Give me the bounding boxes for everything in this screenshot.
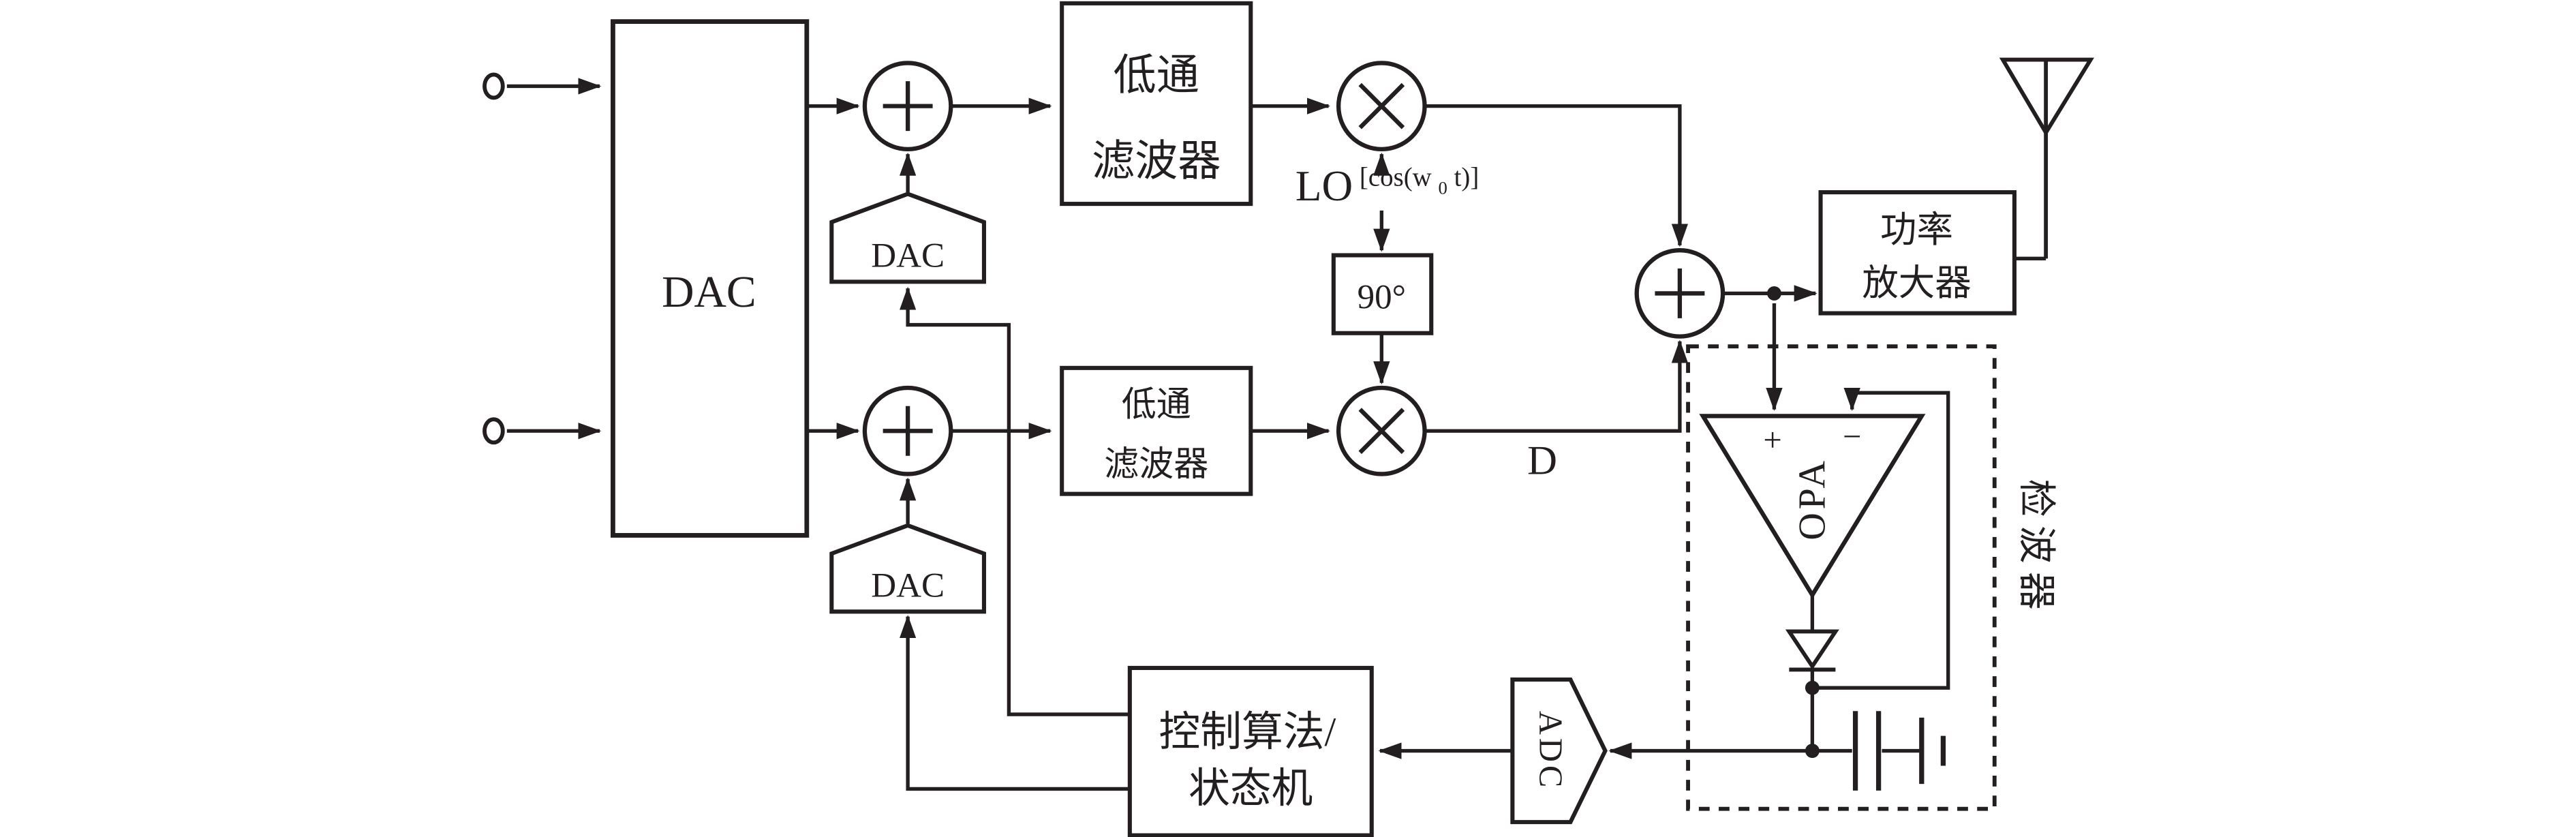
lpf-q-block: 低通 滤波器	[1060, 365, 1253, 496]
ground-icon	[1919, 717, 1946, 785]
wire-control-to-dac-trim-q	[899, 615, 1130, 791]
terminal-circle-icon	[482, 72, 505, 100]
lo-sup-open-text: [cos(w	[1360, 162, 1432, 192]
power-amp-label-line2: 放大器	[1862, 262, 1971, 303]
lo-annotation: LO [cos(w 0 t)]	[1295, 162, 1479, 210]
multiply-symbol-icon	[1358, 82, 1405, 130]
capacitor-icon	[1852, 711, 1882, 791]
main-dac-block: DAC	[611, 19, 810, 538]
adc-pentagon	[1510, 677, 1608, 825]
wire-feedback-to-opa-minus	[1812, 388, 1950, 690]
main-dac-box	[611, 19, 810, 538]
plus-symbol-icon	[883, 406, 933, 456]
plus-symbol-icon	[1655, 268, 1705, 318]
control-box	[1127, 665, 1374, 837]
multiply-symbol-icon	[1358, 408, 1405, 455]
control-label-line2: 状态机	[1189, 766, 1313, 812]
detector-dashed-box	[1686, 344, 1997, 811]
detector-block: 检波器	[1686, 344, 2057, 811]
lo-label: LO [cos(w 0 t)]	[1295, 162, 1479, 210]
plus-symbol-icon	[883, 81, 933, 132]
detector-label: 检波器	[2015, 479, 2057, 618]
dac-trim-pentagon	[829, 192, 986, 284]
phase-shift-label: 90°	[1358, 278, 1406, 316]
lpf-i-label-line2: 滤波器	[1092, 138, 1221, 185]
opamp-block: + − OPA	[1699, 414, 1926, 600]
lo-sub-text: 0	[1438, 178, 1447, 198]
junction-dot-pa-tap	[1767, 286, 1781, 301]
junction-dot-feedback	[1805, 680, 1820, 695]
lpf-q-label-line2: 滤波器	[1104, 446, 1208, 484]
input-terminal-q	[482, 417, 505, 445]
power-amp-box	[1818, 190, 2017, 316]
opamp-minus-label: −	[1843, 418, 1861, 455]
diode-icon	[1785, 629, 1839, 672]
wires	[506, 78, 2046, 791]
opamp-label: OPA	[1791, 457, 1833, 540]
diode-triangle	[1785, 629, 1839, 670]
dac-trim-i-block: DAC	[829, 192, 986, 284]
lpf-i-block: 低通 滤波器	[1060, 1, 1253, 207]
antenna-icon	[1999, 57, 2094, 259]
lpf-box	[1060, 365, 1253, 496]
opamp-triangle-icon	[1699, 414, 1926, 600]
phase-shift-box	[1331, 253, 1434, 335]
junction-dot-detector-out	[1805, 744, 1820, 759]
mixer-q	[1336, 385, 1427, 476]
wire-control-to-dac-trim-i	[899, 286, 1130, 716]
dac-trim-q-label: DAC	[871, 566, 945, 605]
dac-trim-pentagon	[829, 523, 986, 614]
wire-mixer-i-to-combiner	[1424, 104, 1689, 247]
dac-trim-i-label: DAC	[871, 237, 945, 275]
lo-sup-close-text: t)]	[1454, 162, 1479, 192]
mixer-i	[1336, 61, 1427, 152]
power-amp-block: 功率 放大器	[1818, 190, 2017, 316]
opamp-plus-label: +	[1763, 421, 1781, 458]
power-amp-label-line1: 功率	[1880, 209, 1953, 250]
wire-mixer-q-to-combiner	[1424, 339, 1689, 433]
adc-block: ADC	[1510, 677, 1608, 825]
lo-base-text: LO	[1295, 162, 1353, 210]
lpf-q-label-line1: 低通	[1122, 386, 1191, 424]
summer-q	[862, 385, 953, 476]
terminal-circle-icon	[482, 417, 505, 445]
control-label-line1: 控制算法/	[1159, 710, 1336, 755]
node-d-label: D	[1527, 438, 1557, 483]
adc-label: ADC	[1532, 711, 1569, 791]
lpf-i-label-line1: 低通	[1114, 51, 1199, 99]
control-block: 控制算法/ 状态机	[1127, 665, 1374, 837]
lpf-box	[1060, 1, 1253, 207]
main-dac-label: DAC	[662, 268, 756, 317]
combiner-summer	[1634, 248, 1726, 339]
dac-trim-q-block: DAC	[829, 523, 986, 614]
input-terminal-i	[482, 72, 505, 100]
phase-shift-block: 90°	[1331, 253, 1434, 335]
summer-i	[862, 61, 953, 152]
